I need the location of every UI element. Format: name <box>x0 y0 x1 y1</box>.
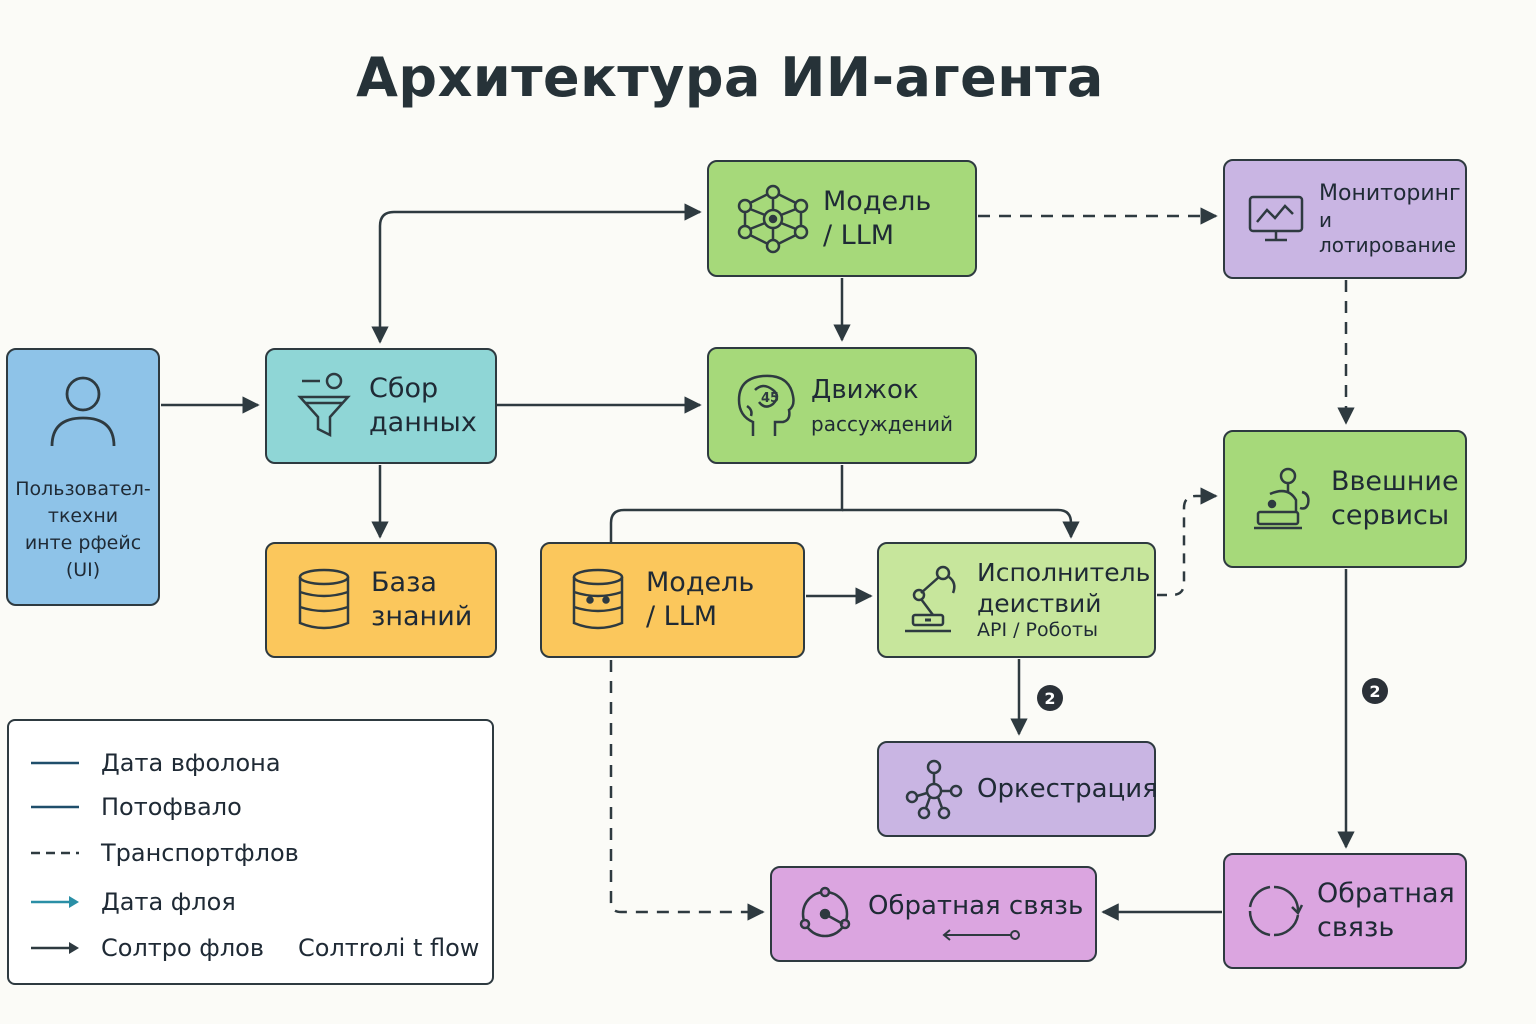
node-feedback-right-line2: связь <box>1317 912 1395 943</box>
node-model-bottom[interactable]: Модель / LLM <box>540 542 805 658</box>
node-user[interactable]: Пользовател- ткехни инте рфейс (UI) <box>6 348 160 606</box>
legend-teal-arrow <box>31 896 79 908</box>
cycle-icon <box>782 884 868 944</box>
node-kb-line2: знаний <box>371 601 473 632</box>
arrow-executor-external <box>1157 487 1218 597</box>
node-collect-line2: данных <box>369 407 477 438</box>
node-model-top-line2: / LLM <box>823 219 895 251</box>
node-model-top-line1: Модель <box>823 185 932 217</box>
node-external-line1: Ввешние <box>1331 466 1459 498</box>
page-title: Архитектура ИИ-агента <box>356 46 1104 109</box>
node-model-bottom-line2: / LLM <box>646 601 718 632</box>
node-feedback-right-line1: Обратная <box>1317 878 1455 910</box>
node-kb[interactable]: База знаний <box>265 542 497 658</box>
robot-arm-icon <box>885 563 977 637</box>
node-executor-line3: API / Роботы <box>977 619 1099 642</box>
arrow-model-feedback <box>609 660 765 921</box>
node-model-top[interactable]: Модель / LLM <box>707 160 977 277</box>
node-user-line4: (UI) <box>65 558 101 581</box>
robot-arm-icon <box>1235 464 1331 534</box>
node-feedback-left[interactable]: Обратная связь <box>770 866 1097 962</box>
node-executor-line2: деиствий <box>977 589 1102 619</box>
svg-text:45: 45 <box>761 391 779 406</box>
legend-item: Дата вфолона <box>31 748 281 778</box>
monitor-chart-icon <box>1233 194 1319 244</box>
node-monitoring-line2: и лотирование <box>1319 207 1457 257</box>
legend-solid-line <box>31 805 79 809</box>
database-icon <box>550 567 646 633</box>
node-engine-line1: Движок <box>811 374 919 405</box>
legend-item-label: Дата флоя <box>101 888 236 916</box>
node-user-line2: ткехни <box>47 504 119 527</box>
legend-item-label: Транспортфлов <box>101 839 299 867</box>
node-monitoring[interactable]: Мониторинг и лотирование <box>1223 159 1467 279</box>
step-badge: 2 <box>1362 678 1388 704</box>
funnel-icon <box>279 371 369 441</box>
node-monitoring-line1: Мониторинг <box>1319 181 1461 207</box>
node-collect[interactable]: Сбор данных <box>265 348 497 464</box>
node-feedback-right[interactable]: Обратная связь <box>1223 853 1467 969</box>
legend-item: Потофвало <box>31 792 242 822</box>
node-engine-line2: рассуждений <box>811 412 954 437</box>
node-executor[interactable]: Исполнитель деиствий API / Роботы <box>877 542 1156 658</box>
node-engine[interactable]: 45 Движок рассуждений <box>707 347 977 464</box>
node-external[interactable]: Ввешние сервисы <box>1223 430 1467 568</box>
feedback-arrow-icon <box>942 929 1020 941</box>
legend-item: Солтро флов Солтrолi t flow <box>31 933 479 963</box>
database-icon <box>277 567 371 633</box>
node-orchestration[interactable]: Оркестрация <box>877 741 1158 837</box>
node-external-line2: сервисы <box>1331 500 1450 531</box>
node-executor-line1: Исполнитель <box>977 557 1151 587</box>
node-user-line3: инте рфейс <box>24 531 142 554</box>
cycle-icon <box>1231 881 1317 941</box>
node-user-line1: Пользовател- <box>15 478 151 500</box>
legend-item-label: Потофвало <box>101 793 242 821</box>
legend-solid-line <box>31 761 79 765</box>
node-orchestration-line1: Оркестрация <box>977 773 1158 804</box>
legend-dashed-line <box>31 851 79 855</box>
legend-item-label: Солтро флов <box>101 934 264 962</box>
arrow-engine-split <box>609 465 844 542</box>
legend-item: Дата флоя <box>31 887 236 917</box>
node-kb-line1: База <box>371 567 437 599</box>
network-icon <box>723 184 823 254</box>
step-badge: 2 <box>1037 685 1063 711</box>
legend-item-label: Дата вфолона <box>101 749 281 777</box>
legend-item: Транспортфлов <box>31 838 299 868</box>
brain-icon: 45 <box>721 370 811 442</box>
node-model-bottom-line1: Модель <box>646 567 755 599</box>
legend-extra-label: Солтrолi t flow <box>298 934 480 962</box>
graph-nodes-icon <box>891 757 977 821</box>
legend-black-arrow <box>31 942 79 954</box>
user-icon <box>48 374 118 450</box>
node-feedback-left-line1: Обратная связь <box>868 890 1084 921</box>
node-collect-line1: Сбор <box>369 373 439 405</box>
arrow-model-collect <box>371 203 702 344</box>
legend: Дата вфолона Потофвало Транспортфлов Дат… <box>7 719 494 985</box>
arrow-engine-executor <box>842 508 1080 539</box>
